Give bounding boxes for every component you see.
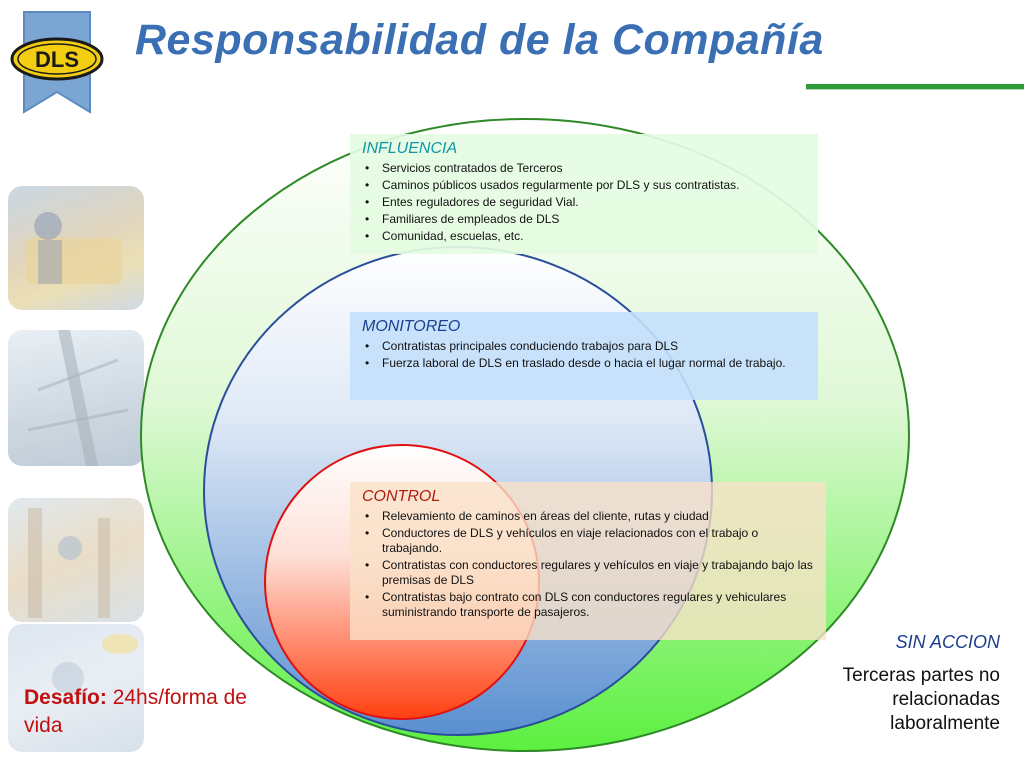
worker-photo-1: [8, 186, 144, 310]
challenge-text: Desafío: 24hs/forma de vida: [24, 684, 274, 740]
worker-photo-4: [8, 624, 144, 752]
list-item: Familiares de empleados de DLS: [365, 212, 810, 227]
dls-logo-icon: DLS: [10, 11, 104, 114]
worker-photo-1-shapes: [26, 212, 122, 284]
worker-photo-3: [8, 498, 144, 622]
control-heading: CONTROL: [362, 488, 441, 505]
title-divider-shadow: [806, 89, 1024, 90]
photo-strip: [0, 168, 152, 768]
list-item: Contratistas principales conduciendo tra…: [365, 339, 810, 354]
list-item: Relevamiento de caminos en áreas del cli…: [365, 509, 818, 524]
influence-heading: INFLUENCIA: [362, 140, 458, 157]
monitoring-heading: MONITOREO: [362, 318, 461, 335]
list-item: Conductores de DLS y vehículos en viaje …: [365, 526, 818, 556]
list-item: Contratistas con conductores regulares y…: [365, 558, 818, 588]
worker-photo-2-shapes: [27, 330, 129, 466]
list-item: Comunidad, escuelas, etc.: [365, 229, 810, 244]
list-item: Caminos públicos usados regularmente por…: [365, 178, 810, 193]
logo-text: DLS: [35, 47, 79, 72]
list-item: Servicios contratados de Terceros: [365, 161, 810, 176]
worker-photo-4-shapes: [52, 634, 138, 694]
monitoring-box: MONITOREO Contratistas principales condu…: [350, 312, 818, 400]
challenge-label: Desafío:: [24, 686, 107, 709]
monitoring-list: Contratistas principales conduciendo tra…: [362, 339, 810, 371]
control-list: Relevamiento de caminos en áreas del cli…: [362, 509, 818, 620]
logo-area: DLS: [0, 0, 112, 126]
control-box: CONTROL Relevamiento de caminos en áreas…: [350, 482, 826, 640]
no-action-text: Terceras partes no relacionadas laboralm…: [842, 665, 1000, 734]
worker-photo-2: [8, 330, 144, 466]
title-divider: [806, 84, 1024, 89]
influence-box: INFLUENCIA Servicios contratados de Terc…: [350, 134, 818, 254]
influence-list: Servicios contratados de Terceros Camino…: [362, 161, 810, 244]
no-action-heading: SIN ACCION: [895, 632, 1000, 652]
challenge-value: 24hs/forma de vida: [24, 686, 247, 737]
worker-photo-3-shapes: [28, 508, 110, 618]
list-item: Contratistas bajo contrato con DLS con c…: [365, 590, 818, 620]
page-title: Responsabilidad de la Compañía: [135, 16, 824, 64]
list-item: Fuerza laboral de DLS en traslado desde …: [365, 356, 810, 371]
list-item: Entes reguladores de seguridad Vial.: [365, 195, 810, 210]
